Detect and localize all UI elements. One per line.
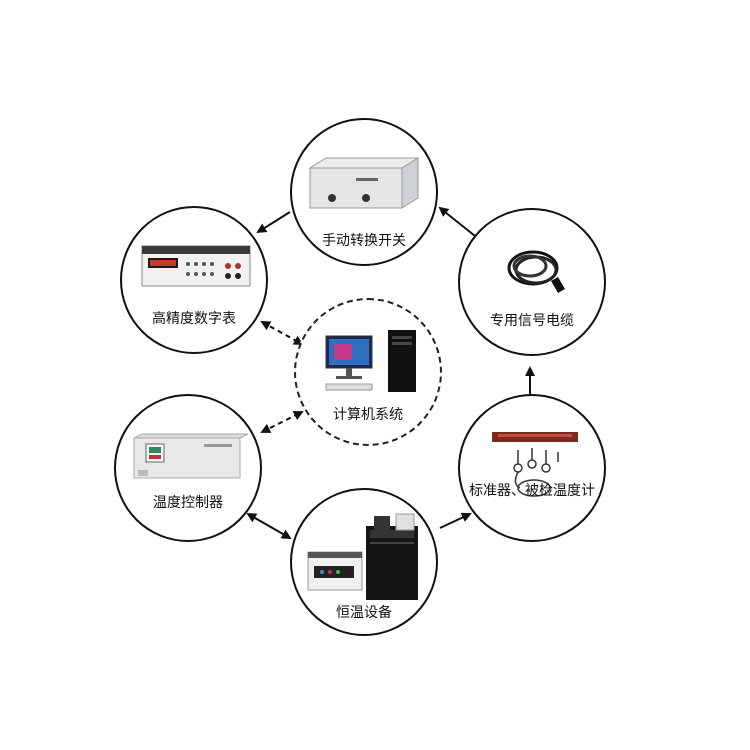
arrow-ctrl-bath bbox=[246, 513, 292, 539]
arrow-meter-computer bbox=[260, 321, 304, 345]
arrow-ctrl-computer bbox=[260, 411, 304, 433]
node-manual-switch: 手动转换开关 bbox=[290, 118, 438, 266]
node-signal-cable: 专用信号电缆 bbox=[458, 208, 606, 356]
node-constant-temp-equipment: 恒温设备 bbox=[290, 488, 438, 636]
node-label: 标准器、被检温度计 bbox=[469, 483, 595, 499]
node-label: 高精度数字表 bbox=[152, 311, 236, 327]
node-label: 手动转换开关 bbox=[322, 233, 406, 249]
arrow-bath-to-probe bbox=[439, 512, 472, 529]
computer-icon bbox=[325, 330, 416, 392]
node-computer-system: 计算机系统 bbox=[294, 298, 442, 446]
digital-multimeter-icon bbox=[141, 245, 251, 287]
thermometer-probes-icon bbox=[492, 432, 578, 497]
node-temperature-controller: 温度控制器 bbox=[114, 394, 262, 542]
constant-temperature-bath-icon bbox=[307, 513, 418, 600]
cable-icon bbox=[507, 250, 565, 294]
node-label: 专用信号电缆 bbox=[490, 313, 574, 329]
node-thermometers: 标准器、被检温度计 bbox=[458, 394, 606, 542]
switch-box-icon bbox=[308, 157, 420, 209]
temperature-controller-icon bbox=[133, 433, 249, 479]
node-label: 温度控制器 bbox=[153, 495, 223, 511]
node-digital-meter: 高精度数字表 bbox=[120, 206, 268, 354]
arrow-switch-to-meter bbox=[256, 211, 291, 234]
arrow-cable-to-switch bbox=[438, 206, 476, 237]
node-label: 恒温设备 bbox=[336, 605, 392, 621]
node-label: 计算机系统 bbox=[333, 407, 403, 423]
